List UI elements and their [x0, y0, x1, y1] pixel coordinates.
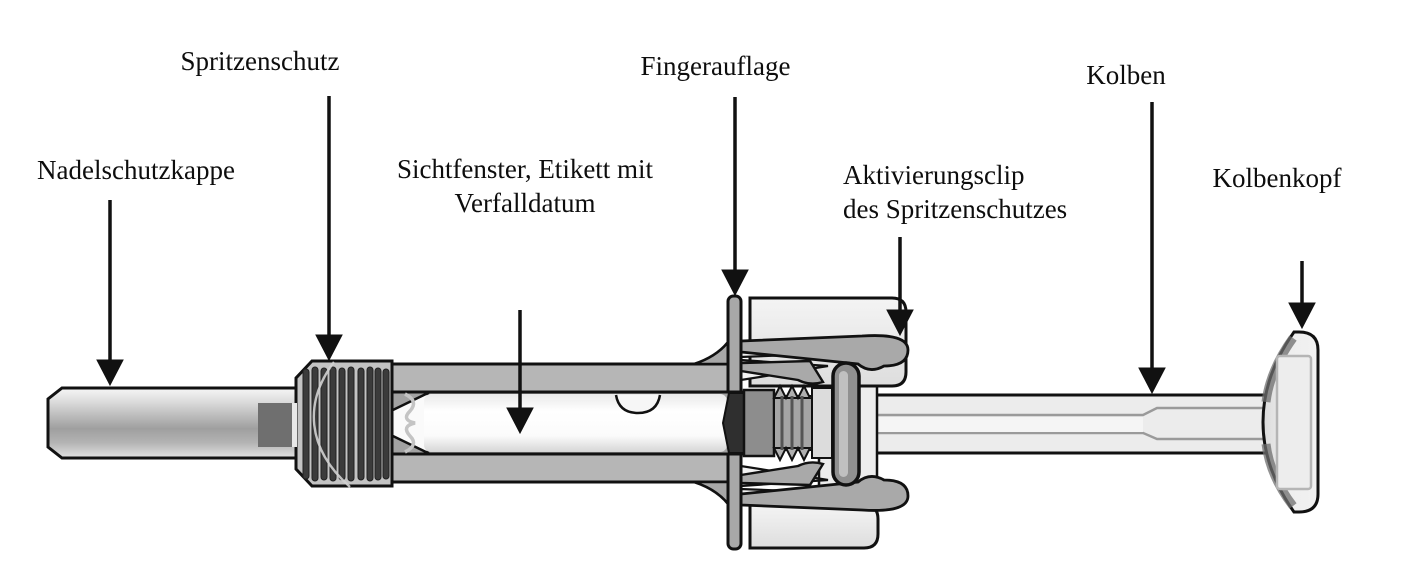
- plunger-rod: [853, 393, 1269, 455]
- label-aktivierungsclip: Aktivierungsclip des Spritzenschutzes: [843, 160, 1068, 224]
- needle-cap: [46, 386, 298, 460]
- label-kolben: Kolben: [1086, 60, 1166, 90]
- arrow-kolbenkopf: [1288, 261, 1316, 330]
- plunger-head: [1261, 330, 1320, 514]
- pointer-arrows: [96, 96, 1316, 435]
- arrow-aktivierungsclip: [886, 237, 914, 337]
- label-sichtfenster: Sichtfenster, Etikett mit Verfalldatum: [396, 154, 654, 218]
- label-spritzenschutz: Spritzenschutz: [180, 46, 340, 76]
- plunger-stopper: [742, 383, 833, 463]
- viewing-window: [363, 390, 750, 456]
- label-nadelschutzkappe: Nadelschutzkappe: [37, 155, 235, 185]
- arrow-fingerauflage: [721, 97, 749, 297]
- arrow-sichtfenster: [506, 310, 534, 435]
- label-fingerauflage: Fingerauflage: [640, 51, 791, 81]
- arrow-spritzenschutz: [315, 96, 343, 362]
- arrow-kolben: [1138, 102, 1166, 395]
- arrow-nadelschutzkappe: [96, 200, 124, 387]
- activation-clip-assembly: [739, 296, 910, 550]
- label-kolbenkopf: Kolbenkopf: [1212, 163, 1342, 193]
- safety-shield-spring: [294, 359, 394, 488]
